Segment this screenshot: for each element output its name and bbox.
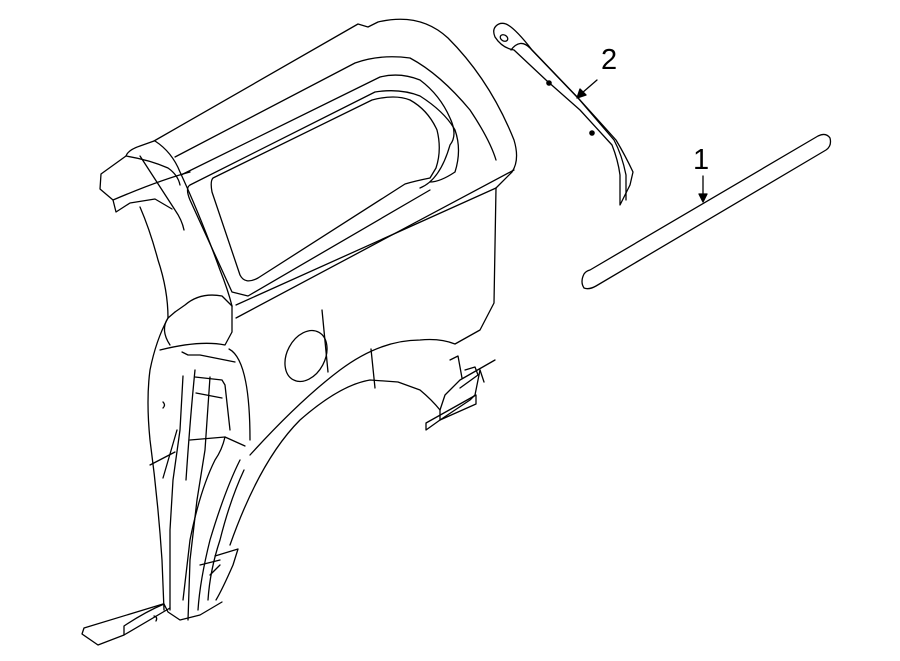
callout-arrow-2	[576, 79, 598, 99]
molding-1	[581, 133, 832, 290]
quarter-panel	[81, 18, 518, 646]
molding-2	[493, 22, 634, 206]
callout-label-2: 2	[601, 44, 618, 76]
callout-label-1: 1	[693, 144, 710, 176]
callout-arrow-1	[698, 175, 708, 203]
